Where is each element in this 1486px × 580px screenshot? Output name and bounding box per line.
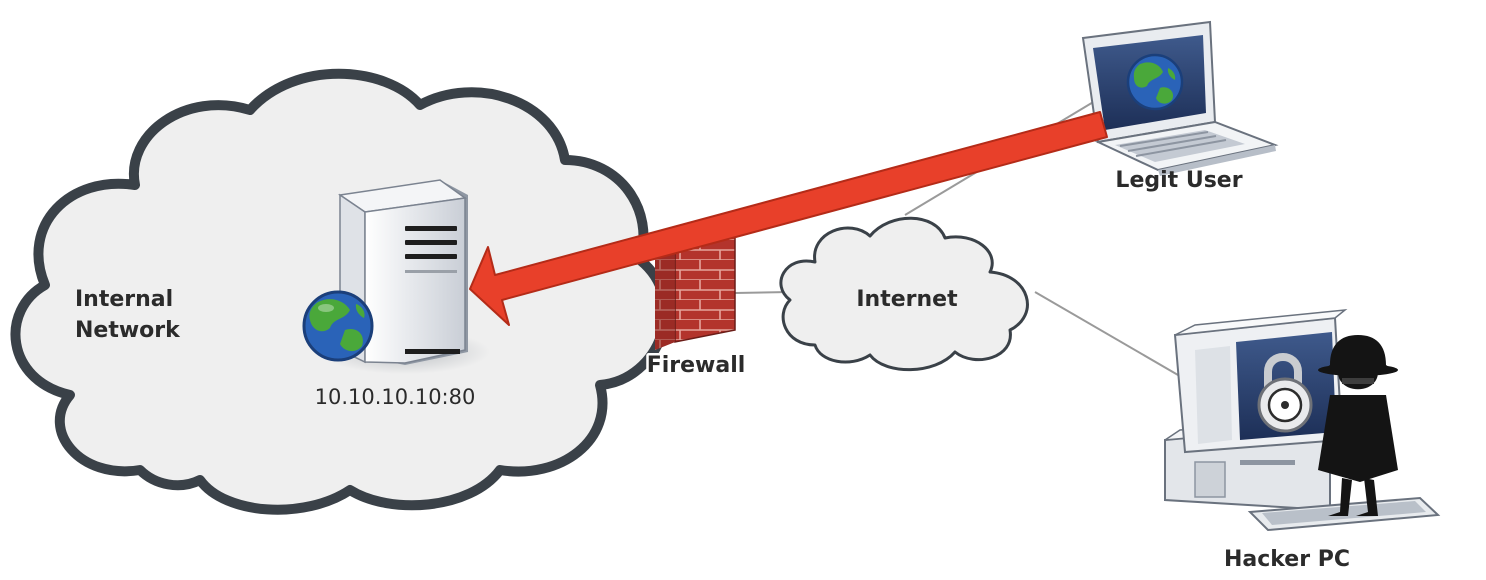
globe-icon bbox=[302, 290, 374, 362]
globe-icon bbox=[1126, 53, 1184, 111]
traffic-arrow bbox=[469, 111, 1108, 326]
internet-label: Internet bbox=[856, 287, 958, 312]
padlock-icon bbox=[1257, 353, 1313, 433]
firewall-label: Firewall bbox=[647, 353, 746, 378]
link-internet-hacker-pc bbox=[1034, 291, 1179, 376]
server-address-label: 10.10.10.10:80 bbox=[315, 385, 476, 409]
laptop-icon bbox=[1081, 20, 1279, 176]
internal-network-label: Internal Network bbox=[75, 287, 181, 343]
internet-cloud: Internet bbox=[779, 216, 1029, 372]
firewall-icon bbox=[655, 235, 736, 350]
hacker-figure-icon bbox=[1318, 335, 1398, 516]
link-firewall-internet bbox=[734, 291, 791, 294]
hacker-pc-label: Hacker PC bbox=[1224, 547, 1350, 572]
legit-user-label: Legit User bbox=[1115, 168, 1242, 193]
